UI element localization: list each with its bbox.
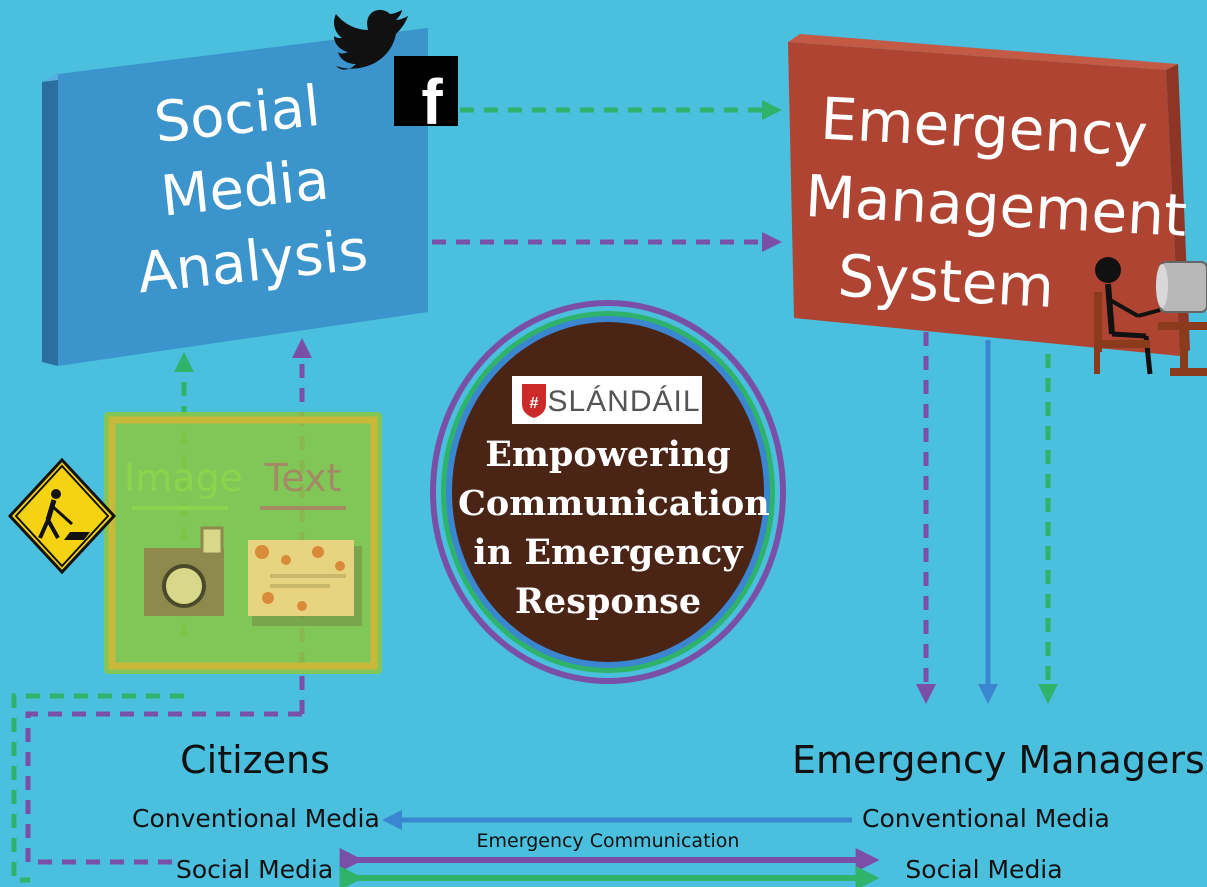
text-label: Text (264, 456, 342, 500)
slandail-shield-icon (522, 384, 546, 418)
center-badge: # SLÁNDÁIL (430, 300, 786, 684)
citizens-purple-loop (25, 711, 302, 865)
badge-tagline: Empowering Communication in Emergency Re… (458, 430, 770, 626)
emergency-management-system-title: Emergency Management System (799, 79, 1188, 331)
citizens-green-loop (11, 693, 184, 883)
construction-worker-sign-icon (7, 457, 117, 575)
emergency-communication-label: Emergency Communication (476, 830, 740, 852)
facebook-glyph: f (421, 66, 443, 138)
badge-line-3: in Emergency (473, 532, 743, 573)
social-feed-thumbnail-icon (248, 540, 362, 626)
citizens-social-media: Social Media (176, 855, 334, 884)
managers-conventional-media: Conventional Media (862, 804, 1110, 833)
slandail-hash: # (530, 395, 539, 412)
camera-icon (144, 526, 224, 616)
managers-social-media: Social Media (905, 855, 1063, 884)
badge-line-2: Communication (458, 483, 770, 524)
slandail-logo-text: SLÁNDÁIL (547, 385, 700, 418)
badge-line-4: Response (514, 581, 702, 622)
social-media-analysis-box (42, 28, 428, 366)
twitter-bird-icon (334, 9, 408, 70)
operator-at-computer-icon (1094, 257, 1207, 376)
citizens-title: Citizens (180, 738, 330, 782)
badge-line-1: Empowering (485, 434, 731, 475)
image-label: Image (124, 456, 244, 500)
citizens-conventional-media: Conventional Media (132, 804, 380, 833)
emergency-managers-title: Emergency Managers (792, 738, 1205, 782)
social-media-analysis-title: Social Media Analysis (109, 66, 381, 313)
facebook-icon: f (394, 56, 458, 138)
